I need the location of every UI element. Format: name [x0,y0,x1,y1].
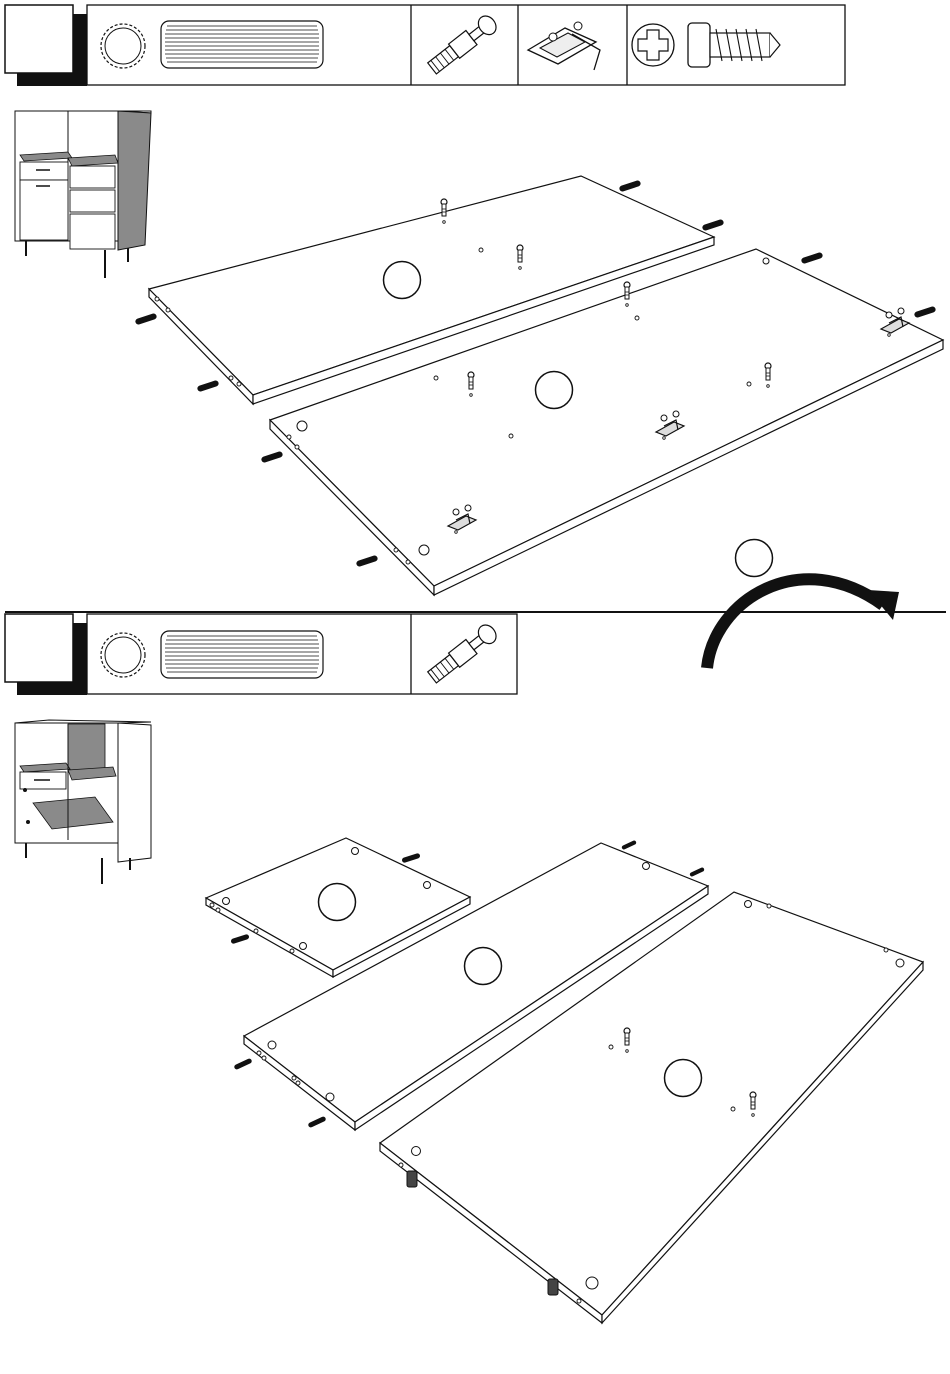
dowel-end-icon [101,24,145,68]
dowel-side-icon [161,631,323,678]
step-b-cabinet-thumbnail [15,720,151,884]
turn-over-arrow-icon [707,579,899,668]
step-a-header [5,5,845,86]
step-b-panel-1-badge [319,884,356,921]
step-b-panel-3-badge [665,1060,702,1097]
step-b-header [5,614,517,695]
step-a-panel-1-badge [384,262,421,299]
cabinet-side-shaded [118,111,151,250]
step-a-number-box [5,5,73,73]
step-a-floating-badge [736,540,773,577]
dowel-end-icon [101,633,145,677]
dowel-side-icon [161,21,323,68]
step-b-number-box [5,614,73,682]
cabinet-back-shaded [68,724,105,770]
step-a-cabinet-thumbnail [15,111,151,278]
step-b-panel-2-badge [465,948,502,985]
step-a-panel-2-badge [536,372,573,409]
